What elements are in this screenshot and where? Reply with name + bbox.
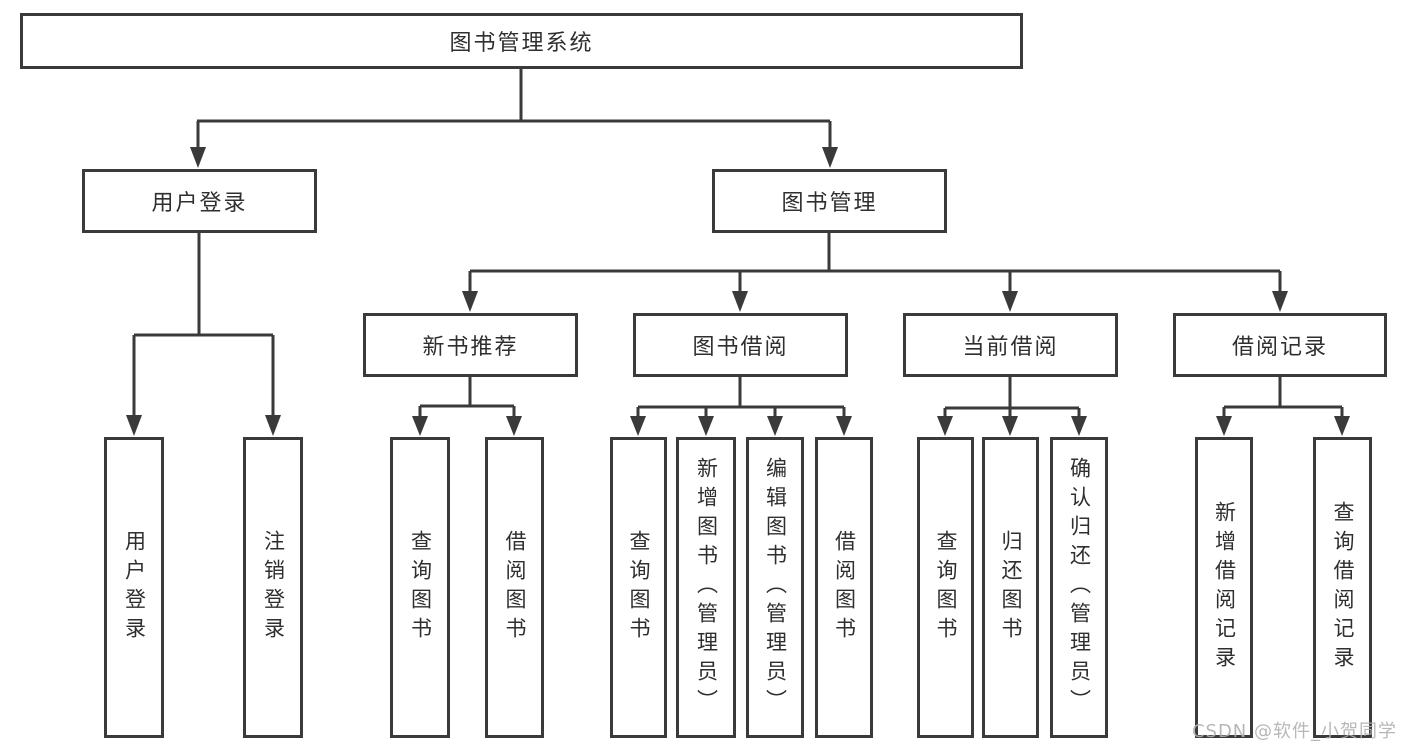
leaf-edit-book-admin: 编辑图书（管理员）: [746, 437, 804, 738]
node-label: 借阅记录: [1231, 335, 1328, 360]
leaf-query-books-borrow: 查询图书: [610, 437, 667, 738]
leaf-query-books-recommend: 查询图书: [390, 437, 450, 738]
node-label: 注销登录: [261, 529, 286, 646]
node-label: 查询借阅记录: [1331, 500, 1355, 675]
leaf-logout: 注销登录: [243, 437, 303, 738]
node-label: 归还图书: [999, 529, 1023, 646]
node-book-borrowing: 图书借阅: [633, 313, 848, 377]
leaf-query-borrow-record: 查询借阅记录: [1313, 437, 1372, 738]
node-label: 当前借阅: [962, 335, 1059, 360]
node-label: 用户登录: [122, 529, 147, 646]
node-label: 新增图书（管理员）: [694, 457, 719, 718]
node-label: 图书借阅: [692, 335, 789, 360]
node-label: 借阅图书: [832, 529, 857, 646]
node-label: 查询图书: [627, 529, 651, 646]
leaf-borrow-books: 借阅图书: [815, 437, 873, 738]
node-label: 查询图书: [934, 529, 958, 646]
node-current-borrowing: 当前借阅: [903, 313, 1118, 377]
node-label: 确认归还（管理员）: [1067, 457, 1092, 718]
node-borrowing-records: 借阅记录: [1173, 313, 1387, 377]
leaf-query-books-current: 查询图书: [917, 437, 974, 738]
node-label: 编辑图书（管理员）: [763, 457, 788, 718]
node-library-management-system: 图书管理系统: [20, 13, 1023, 69]
node-label: 图书管理系统: [449, 31, 594, 56]
leaf-borrow-books-recommend: 借阅图书: [485, 437, 544, 738]
leaf-add-book-admin: 新增图书（管理员）: [676, 437, 736, 738]
node-label: 用户登录: [151, 191, 248, 216]
leaf-return-book: 归还图书: [982, 437, 1039, 738]
node-label: 新增借阅记录: [1212, 500, 1237, 675]
node-label: 图书管理: [781, 191, 878, 216]
node-label: 查询图书: [408, 529, 433, 646]
leaf-add-borrow-record: 新增借阅记录: [1195, 437, 1253, 738]
leaf-confirm-return-admin: 确认归还（管理员）: [1050, 437, 1108, 738]
leaf-user-login: 用户登录: [104, 437, 164, 738]
node-user-login: 用户登录: [82, 169, 317, 233]
node-new-book-recommendation: 新书推荐: [363, 313, 578, 377]
node-label: 新书推荐: [422, 335, 519, 360]
node-label: 借阅图书: [503, 529, 527, 646]
node-book-management: 图书管理: [712, 169, 947, 233]
